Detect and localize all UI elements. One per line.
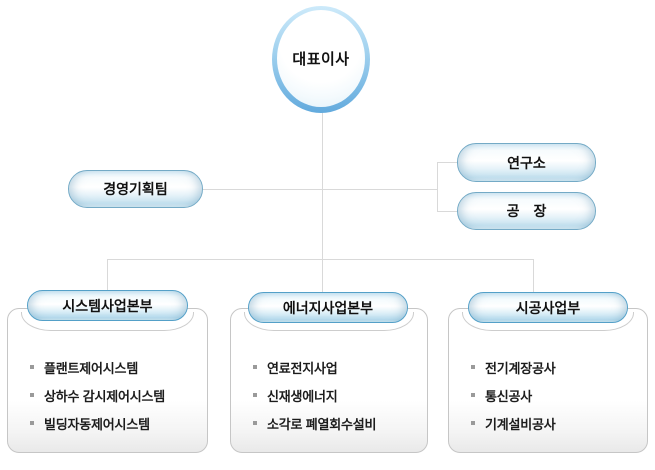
node-research-label: 연구소 <box>507 154 546 171</box>
list-item-label: 기계설비공사 <box>485 416 556 432</box>
connector-mid-horizontal <box>203 189 438 190</box>
division-title: 시공사업부 <box>515 299 581 316</box>
connector-bottom-horizontal <box>107 259 534 260</box>
list-item: 신재생에너지 <box>251 381 419 409</box>
connector-right-vertical <box>437 162 438 212</box>
bullet-icon <box>471 393 475 397</box>
list-item: 통신공사 <box>469 381 639 409</box>
connector-drop-right <box>533 259 534 293</box>
division-header-system: 시스템사업본부 <box>27 290 188 321</box>
division-title: 시스템사업본부 <box>62 297 153 314</box>
division-header-energy: 에너지사업본부 <box>248 292 408 323</box>
list-item-label: 연료전지사업 <box>267 360 338 376</box>
list-item: 기계설비공사 <box>469 409 639 437</box>
division-panel-energy: 연료전지사업 신재생에너지 소각로 폐열회수설비 <box>230 308 428 453</box>
connector-drop-left <box>107 259 108 291</box>
list-item-label: 통신공사 <box>485 388 533 404</box>
bullet-icon <box>471 365 475 369</box>
bullet-icon <box>471 421 475 425</box>
bullet-icon <box>253 365 257 369</box>
list-item: 연료전지사업 <box>251 353 419 381</box>
list-item-label: 전기계장공사 <box>485 360 556 376</box>
node-ceo: 대표이사 <box>272 6 370 113</box>
list-item: 상하수 감시제어시스템 <box>28 381 199 409</box>
list-item: 전기계장공사 <box>469 353 639 381</box>
division-panel-system: 플랜트제어시스템 상하수 감시제어시스템 빌딩자동제어시스템 <box>7 308 208 453</box>
list-item: 플랜트제어시스템 <box>28 353 199 381</box>
connector-research-stub <box>437 162 458 163</box>
list-item-label: 상하수 감시제어시스템 <box>44 388 166 404</box>
division-energy-items: 연료전지사업 신재생에너지 소각로 폐열회수설비 <box>231 309 427 437</box>
division-system-items: 플랜트제어시스템 상하수 감시제어시스템 빌딩자동제어시스템 <box>8 309 207 437</box>
connector-trunk <box>322 112 323 292</box>
list-item-label: 소각로 폐열회수설비 <box>267 416 377 432</box>
bullet-icon <box>30 365 34 369</box>
node-planning-team: 경영기획팀 <box>68 170 203 208</box>
node-ceo-label: 대표이사 <box>292 51 350 68</box>
bullet-icon <box>253 421 257 425</box>
list-item-label: 신재생에너지 <box>267 388 338 404</box>
list-item: 빌딩자동제어시스템 <box>28 409 199 437</box>
node-research-lab: 연구소 <box>457 143 596 182</box>
division-header-construction: 시공사업부 <box>468 292 628 323</box>
connector-factory-stub <box>437 211 458 212</box>
bullet-icon <box>253 393 257 397</box>
division-construction-items: 전기계장공사 통신공사 기계설비공사 <box>449 309 647 437</box>
node-factory-label: 공 장 <box>506 203 547 219</box>
list-item-label: 플랜트제어시스템 <box>44 360 139 376</box>
bullet-icon <box>30 393 34 397</box>
node-ceo-face: 대표이사 <box>277 10 365 107</box>
list-item: 소각로 폐열회수설비 <box>251 409 419 437</box>
list-item-label: 빌딩자동제어시스템 <box>44 416 150 432</box>
bullet-icon <box>30 421 34 425</box>
division-title: 에너지사업본부 <box>282 299 374 316</box>
node-planning-label: 경영기획팀 <box>103 181 168 197</box>
node-factory: 공 장 <box>457 192 596 230</box>
division-panel-construction: 전기계장공사 통신공사 기계설비공사 <box>448 308 648 453</box>
